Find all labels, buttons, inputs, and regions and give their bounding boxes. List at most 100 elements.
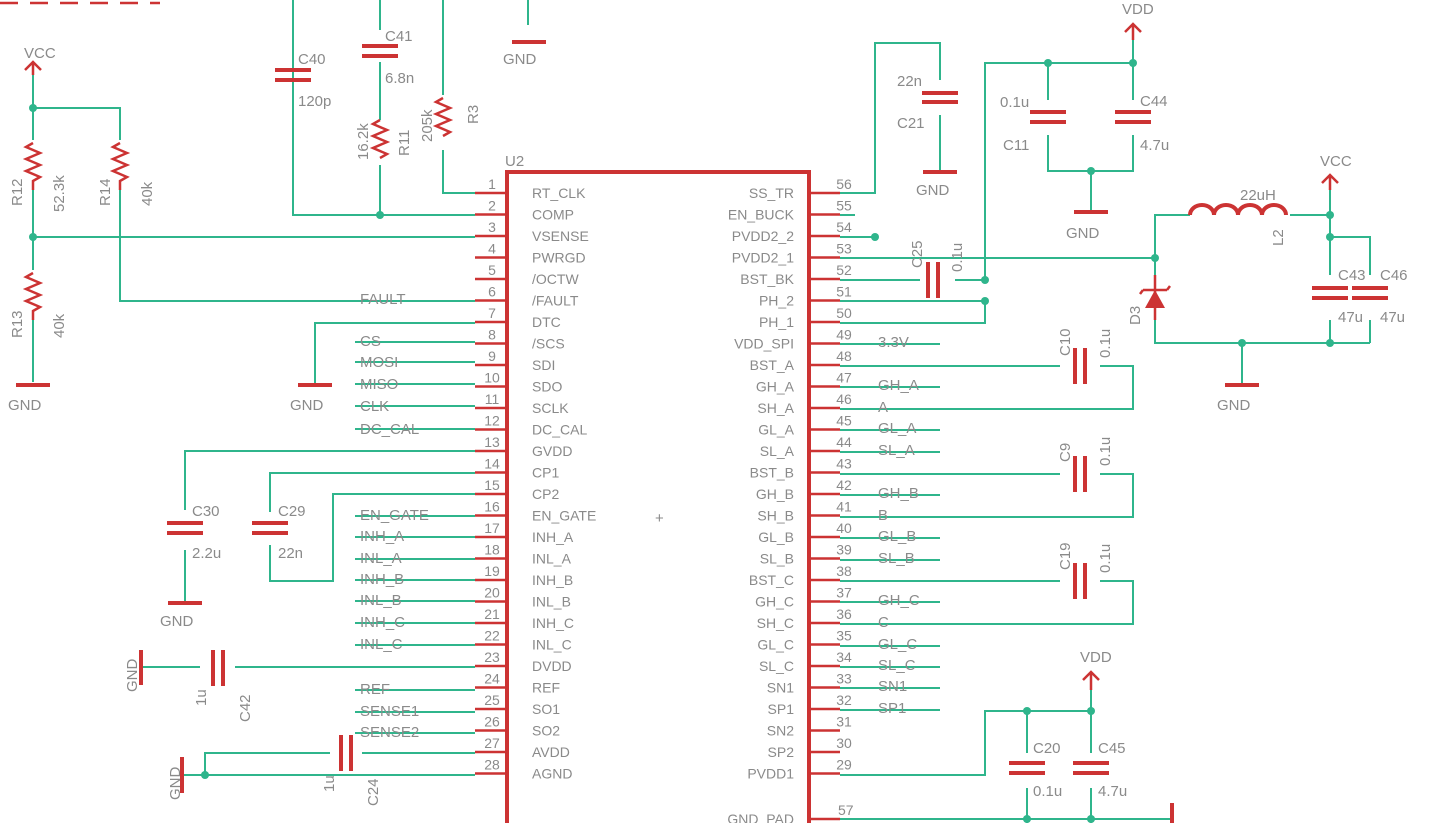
svg-text:50: 50 <box>836 305 852 321</box>
svg-text:39: 39 <box>836 542 852 558</box>
svg-text:BST_A: BST_A <box>750 357 795 373</box>
svg-text:43: 43 <box>836 456 852 472</box>
net-label: SP1 <box>878 700 906 717</box>
net-label: SL_C <box>878 657 916 674</box>
capacitor-c11: 0.1u C11 <box>1000 94 1066 154</box>
net-label: INH_A <box>360 528 404 545</box>
svg-text:0.1u: 0.1u <box>1033 783 1062 800</box>
svg-text:36: 36 <box>836 606 852 622</box>
svg-text:SDO: SDO <box>532 379 562 395</box>
svg-text:DTC: DTC <box>532 314 561 330</box>
resistor-r12: R12 52.3k <box>9 141 68 212</box>
resistor-r13: R13 40k <box>9 271 68 338</box>
net-label: INL_A <box>360 550 402 567</box>
svg-text:46: 46 <box>836 391 852 407</box>
svg-text:C10: C10 <box>1057 328 1074 356</box>
svg-text:SL_C: SL_C <box>759 658 794 674</box>
svg-text:DVDD: DVDD <box>532 658 572 674</box>
ic-pin-1: 1RT_CLK <box>475 176 586 201</box>
svg-text:C44: C44 <box>1140 93 1168 110</box>
capacitor-c43: C43 47u <box>1312 267 1366 326</box>
svg-text:C11: C11 <box>1003 137 1029 154</box>
svg-text:15: 15 <box>484 477 500 493</box>
svg-text:2.2u: 2.2u <box>192 545 221 562</box>
net-label: INH_C <box>360 614 405 631</box>
net-label: SL_B <box>878 550 915 567</box>
net-label: REF <box>360 681 390 698</box>
resistor-r3: 205k R3 <box>419 96 482 142</box>
svg-text:56: 56 <box>836 176 852 192</box>
svg-text:PVDD2_2: PVDD2_2 <box>732 228 794 244</box>
gnd-label: GND <box>503 51 537 68</box>
net-label: GH_C <box>878 592 920 609</box>
capacitor-c40: C40 120p <box>275 51 331 110</box>
svg-text:C46: C46 <box>1380 267 1408 284</box>
gnd-label: GND <box>167 767 184 801</box>
svg-text:47u: 47u <box>1380 309 1405 326</box>
svg-text:DC_CAL: DC_CAL <box>532 422 587 438</box>
net-label: A <box>878 399 888 416</box>
svg-text:26: 26 <box>484 714 500 730</box>
net-label: EN_GATE <box>360 507 429 524</box>
svg-text:45: 45 <box>836 413 852 429</box>
svg-text:48: 48 <box>836 348 852 364</box>
capacitor-c30: C30 2.2u <box>167 503 221 562</box>
net-label: INH_B <box>360 571 404 588</box>
svg-text:28: 28 <box>484 757 500 773</box>
ic-pin-6: 6/FAULT <box>475 284 579 309</box>
svg-text:0.1u: 0.1u <box>1097 544 1114 573</box>
net-label: GH_B <box>878 485 919 502</box>
gnd-label: GND <box>124 659 141 693</box>
svg-text:53: 53 <box>836 241 852 257</box>
svg-text:38: 38 <box>836 563 852 579</box>
capacitor-c29: C29 22n <box>252 503 306 562</box>
svg-text:SP1: SP1 <box>768 701 795 717</box>
svg-text:17: 17 <box>484 520 500 536</box>
net-label: INL_B <box>360 592 402 609</box>
svg-text:55: 55 <box>836 198 852 214</box>
svg-text:GL_B: GL_B <box>758 529 794 545</box>
net-label: GL_A <box>878 420 916 437</box>
capacitor-c10: C10 0.1u <box>1057 328 1114 384</box>
svg-text:44: 44 <box>836 434 852 450</box>
svg-text:C30: C30 <box>192 503 220 520</box>
svg-text:32: 32 <box>836 692 852 708</box>
net-label: SENSE1 <box>360 703 419 720</box>
svg-text:2: 2 <box>488 198 496 214</box>
svg-text:REF: REF <box>532 680 560 696</box>
svg-text:40: 40 <box>836 520 852 536</box>
svg-text:BST_C: BST_C <box>749 572 794 588</box>
svg-text:VDD_SPI: VDD_SPI <box>734 336 794 352</box>
svg-text:EN_GATE: EN_GATE <box>532 508 596 524</box>
svg-text:SN2: SN2 <box>767 723 794 739</box>
svg-text:52.3k: 52.3k <box>51 175 68 212</box>
net-label: FAULT <box>360 291 406 308</box>
svg-text:47: 47 <box>836 370 852 386</box>
svg-text:COMP: COMP <box>532 207 574 223</box>
net-label: MISO <box>360 376 398 393</box>
capacitor-c24: 1u C24 <box>321 735 382 806</box>
svg-text:INH_B: INH_B <box>532 572 573 588</box>
svg-text:INL_C: INL_C <box>532 637 572 653</box>
ic-left-pins: 1RT_CLK2COMP3VSENSE4PWRGD5/OCTW6/FAULT7D… <box>475 176 596 782</box>
svg-text:D3: D3 <box>1127 306 1144 325</box>
svg-text:C19: C19 <box>1057 542 1074 570</box>
svg-text:AGND: AGND <box>532 766 572 782</box>
junction-dots <box>29 59 1334 823</box>
svg-text:SDI: SDI <box>532 357 555 373</box>
svg-text:PH_1: PH_1 <box>759 314 794 330</box>
gnd-label: GND <box>916 182 950 199</box>
svg-text:9: 9 <box>488 348 496 364</box>
